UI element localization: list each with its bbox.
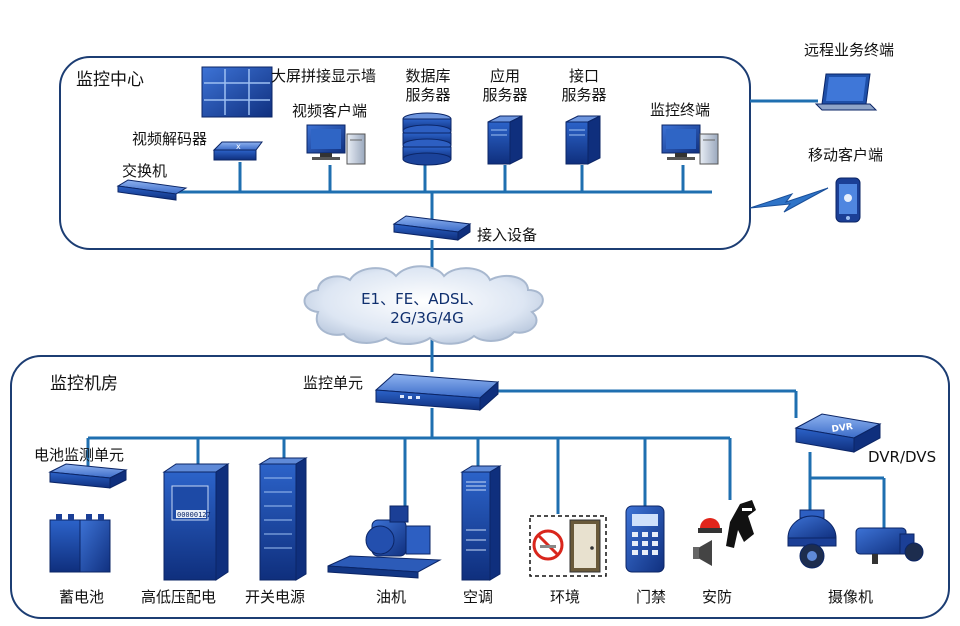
meter-readout: 00000127 [177, 511, 211, 519]
battery-monitor-unit-icon [48, 463, 128, 489]
security-alarm-icon [693, 500, 756, 566]
air-conditioner-icon [460, 465, 502, 581]
air-conditioner-label: 空调 [463, 588, 494, 606]
interface-server-label-line1: 接口 [568, 67, 599, 85]
machine-room-frame [10, 355, 950, 619]
network-types-line1: E1、FE、ADSL、 [361, 290, 483, 308]
wireless-bolt-icon [749, 187, 829, 213]
switch-icon [116, 179, 188, 201]
video-decoder-label: 视频解码器 [132, 130, 208, 148]
battery-bank-icon [49, 514, 111, 573]
database-server-icon [402, 112, 452, 166]
access-control-label: 门禁 [636, 588, 667, 606]
remote-terminal-label: 远程业务终端 [804, 41, 895, 59]
environment-sensors-icon [529, 515, 607, 577]
database-server-label: 数据库 服务器 [398, 67, 458, 105]
interface-server-label-line2: 服务器 [561, 86, 607, 104]
monitor-unit-label: 监控单元 [303, 374, 364, 392]
application-server-label-line1: 应用 [489, 67, 520, 85]
bullet-camera-icon [855, 527, 924, 564]
battery-label: 蓄电池 [59, 588, 105, 606]
svg-text:x: x [236, 142, 241, 151]
application-server-label-line2: 服务器 [482, 86, 528, 104]
hv-lv-cabinet-icon: 00000127 [162, 463, 230, 581]
access-device-label: 接入设备 [477, 226, 538, 244]
room-bus-lines [86, 389, 886, 528]
dvr-label: DVR/DVS [868, 448, 937, 466]
laptop-icon [814, 73, 878, 111]
environment-label: 环境 [550, 588, 581, 606]
camera-label: 摄像机 [828, 588, 874, 606]
video-wall-icon [201, 66, 273, 118]
network-types-line2: 2G/3G/4G [390, 309, 464, 327]
security-label: 安防 [702, 588, 733, 606]
database-server-label-line1: 数据库 [405, 67, 451, 85]
monitor-terminal-label: 监控终端 [650, 101, 711, 119]
application-server-icon [487, 115, 523, 165]
network-cloud-icon [303, 265, 544, 345]
monitoring-center-title: 监控中心 [76, 70, 144, 90]
interface-server-icon [565, 115, 601, 165]
interface-server-label: 接口 服务器 [554, 67, 614, 105]
mobile-client-label: 移动客户端 [808, 146, 884, 164]
switch-label: 交换机 [122, 162, 168, 180]
generator-icon [327, 505, 442, 579]
monitor-unit-icon [374, 373, 500, 412]
access-control-keypad-icon [625, 505, 665, 573]
application-server-label: 应用 服务器 [475, 67, 535, 105]
access-device-icon [392, 215, 472, 241]
video-client-pc-icon [306, 124, 366, 165]
video-wall-label: 大屏拼接显示墙 [271, 67, 377, 85]
hv-lv-label: 高低压配电 [141, 588, 217, 606]
dome-camera-icon [787, 509, 837, 569]
switch-power-label: 开关电源 [245, 588, 306, 606]
video-client-label: 视频客户端 [292, 102, 368, 120]
generator-label: 油机 [376, 588, 407, 606]
monitoring-center-frame [59, 56, 751, 250]
switch-power-cabinet-icon [258, 457, 308, 581]
machine-room-title: 监控机房 [50, 374, 118, 394]
center-bus-lines [150, 99, 818, 372]
battery-monitor-unit-label: 电池监测单元 [34, 446, 125, 464]
mobile-phone-icon [835, 177, 861, 223]
video-decoder-icon: x [212, 141, 263, 161]
dvr-badge-text: DVR [831, 422, 854, 435]
dvr-icon: DVR [794, 413, 882, 453]
monitor-terminal-pc-icon [661, 124, 719, 165]
database-server-label-line2: 服务器 [405, 86, 451, 104]
